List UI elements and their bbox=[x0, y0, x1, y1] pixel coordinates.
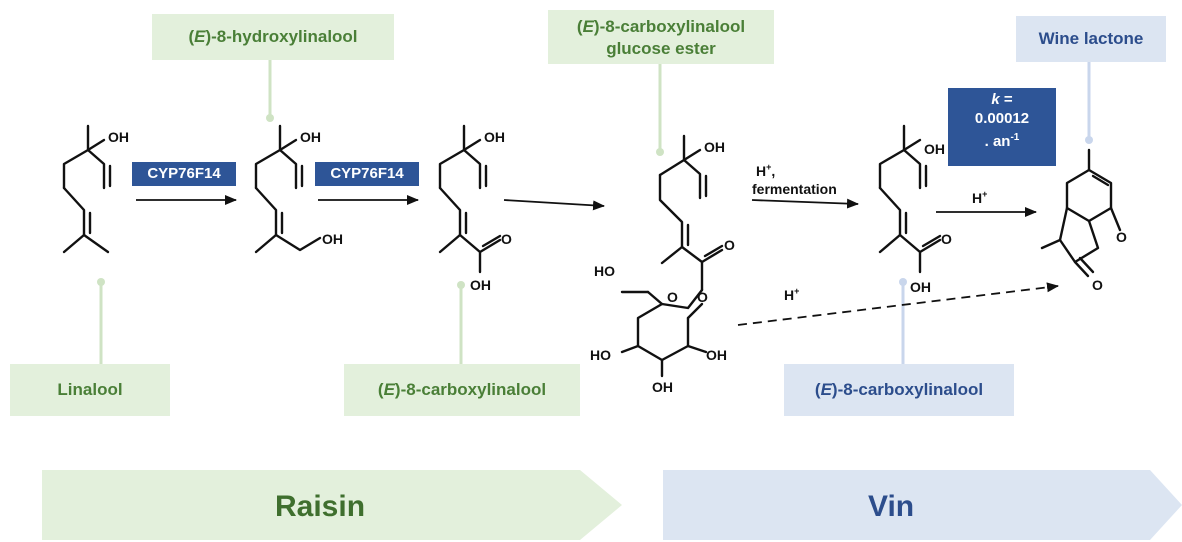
oh-label: OH bbox=[706, 347, 727, 363]
blue-connectors bbox=[901, 58, 1091, 364]
enzyme-box-1: CYP76F14 bbox=[132, 162, 236, 186]
oh-label: OH bbox=[484, 129, 505, 145]
rate-constant-box: k = 0.00012 . an-1 bbox=[948, 88, 1056, 166]
oh-label: OH bbox=[322, 231, 343, 247]
oh-label: OH bbox=[924, 141, 945, 157]
wine-lactone-structure bbox=[1040, 148, 1122, 278]
oh-label: OH bbox=[108, 129, 129, 145]
o-label: O bbox=[1116, 229, 1127, 245]
arrow-fermentation bbox=[751, 198, 859, 209]
hydroxy-dot bbox=[266, 114, 274, 122]
carboxylinalool-raisin-label: (E)-8-carboxylinalool bbox=[344, 364, 580, 416]
o-label: O bbox=[941, 231, 952, 247]
hydroxylinalool-label: (E)-8-hydroxylinalool bbox=[152, 14, 394, 60]
o-label: O bbox=[1092, 277, 1103, 293]
stage-vin: Vin bbox=[868, 490, 915, 523]
raisin-chevron bbox=[42, 470, 622, 540]
linalool-label: Linalool bbox=[10, 364, 170, 416]
stage-raisin: Raisin bbox=[275, 490, 366, 523]
fermentation-label: fermentation bbox=[752, 181, 837, 197]
o-label: O bbox=[667, 289, 678, 305]
carboxylinalool-vin-label: (E)-8-carboxylinalool bbox=[784, 364, 1014, 416]
lactone-dot bbox=[1085, 136, 1093, 144]
ho-label: HO bbox=[594, 263, 615, 279]
wine-lactone-label: Wine lactone bbox=[1016, 16, 1166, 62]
vin-chevron bbox=[663, 470, 1182, 540]
hydroxylinalool-structure bbox=[254, 124, 322, 254]
linalool-dot bbox=[97, 278, 105, 286]
oh-label: OH bbox=[652, 379, 673, 395]
o-label: O bbox=[724, 237, 735, 253]
enzyme-box-2: CYP76F14 bbox=[315, 162, 419, 186]
oh-label: OH bbox=[300, 129, 321, 145]
carboxylinalool-structure bbox=[438, 124, 502, 274]
h-plus-label: H+ bbox=[972, 189, 987, 206]
carboxy-dot bbox=[457, 281, 465, 289]
o-label: O bbox=[697, 289, 708, 305]
o-label: O bbox=[501, 231, 512, 247]
h-plus-fermentation: H+, bbox=[756, 162, 775, 179]
arrow-3 bbox=[503, 199, 605, 211]
glucose-ester-structure bbox=[620, 134, 724, 378]
ester-dot bbox=[656, 148, 664, 156]
green-connectors bbox=[99, 58, 662, 364]
ho-label: HO bbox=[590, 347, 611, 363]
carboxy-vin-dot bbox=[899, 278, 907, 286]
oh-label: OH bbox=[470, 277, 491, 293]
linalool-structure bbox=[62, 124, 112, 254]
oh-label: OH bbox=[910, 279, 931, 295]
dashed-arrow bbox=[737, 282, 1059, 326]
oh-label: OH bbox=[704, 139, 725, 155]
h-plus-dashed-label: H+ bbox=[784, 286, 799, 303]
carboxylinalool-vin-structure bbox=[878, 124, 942, 274]
